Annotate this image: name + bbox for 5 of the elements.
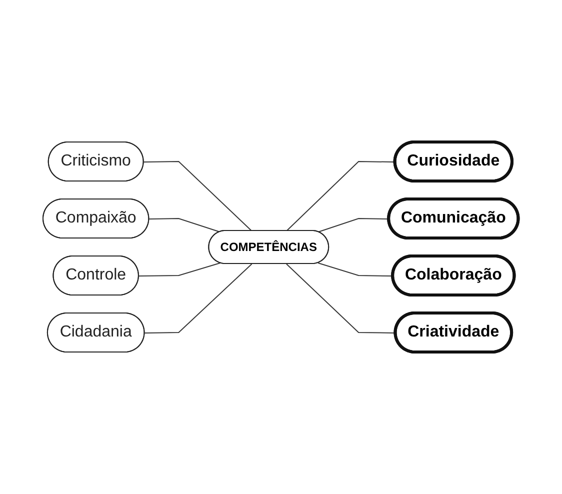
connector	[138, 262, 221, 276]
connector	[318, 218, 390, 232]
connector	[149, 218, 221, 232]
connector	[144, 161, 253, 232]
connector	[144, 264, 253, 334]
